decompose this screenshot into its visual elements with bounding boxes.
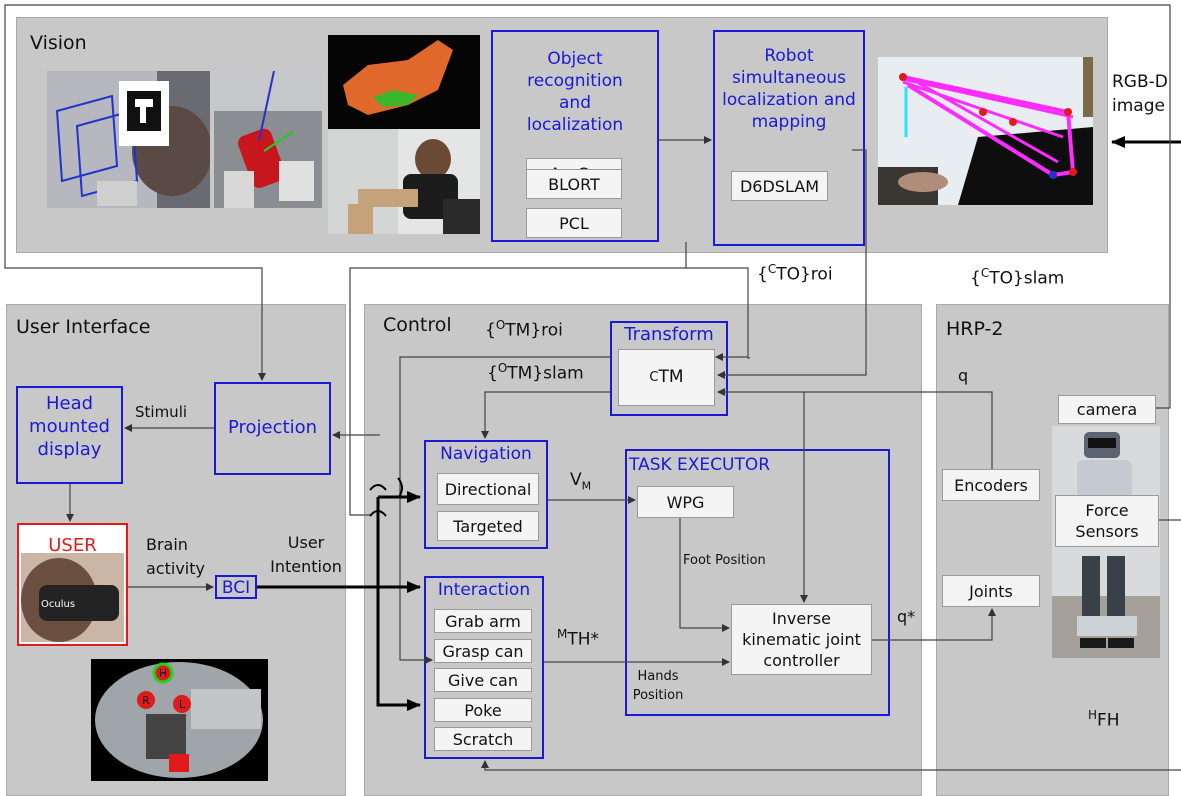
ssvep-h: H (159, 667, 167, 680)
c-to-roi-label: {CTO}roi (757, 262, 833, 285)
navigation-title: Navigation (440, 444, 532, 464)
ssvep-r: R (142, 694, 150, 707)
seated-user-photo (328, 129, 480, 234)
hands-position-label: Hands Position (632, 669, 684, 703)
encoders-module: Encoders (942, 469, 1040, 501)
joints-module: Joints (942, 575, 1040, 607)
bci-box: BCI (215, 575, 257, 599)
object-recognition-title: Object recognition and localization (526, 49, 624, 135)
bci-title: BCI (221, 578, 251, 598)
projection-box: Projection (214, 382, 331, 475)
poke-module: Poke (434, 698, 532, 722)
transform-title: Transform (624, 324, 714, 345)
wpg-module: WPG (637, 486, 734, 518)
o-tm-slam-label: {OTM}slam (487, 361, 584, 384)
mth-label: MTH* (557, 627, 600, 650)
o-tm-roi-label: {OTM}roi (485, 318, 563, 341)
user-title: USER (48, 535, 97, 556)
user-intention-label: User Intention (270, 533, 342, 576)
d6dslam-module: D6DSLAM (731, 171, 828, 201)
slam-pointcloud-photo (878, 57, 1093, 205)
pcl-module: PCL (526, 208, 622, 238)
hmd-box: Head mounted display (16, 386, 123, 484)
slam-title: Robot simultaneous localization and mapp… (722, 46, 856, 132)
directional-module: Directional (437, 473, 539, 505)
foot-position-label: Foot Position (683, 553, 766, 568)
force-sensors-module: Force Sensors (1055, 495, 1159, 547)
hmd-title: Head mounted display (29, 393, 110, 460)
slam-box: Robot simultaneous localization and mapp… (713, 30, 865, 246)
vm-label: VM (570, 470, 592, 493)
camera-module: camera (1058, 395, 1156, 424)
scratch-module: Scratch (434, 727, 532, 751)
ctm-base: C (649, 370, 659, 385)
qstar-label: q* (897, 607, 916, 626)
c-to-slam-label: {CTO}slam (970, 266, 1065, 289)
brain-activity-label: Brain activity (146, 535, 205, 578)
user-box: USER Oculus (17, 523, 128, 646)
targeted-module: Targeted (437, 511, 539, 541)
ssvep-l: L (179, 698, 186, 711)
interaction-title: Interaction (437, 580, 531, 600)
rgbd-input-label: RGB-D image (1112, 72, 1168, 116)
ssvep-stimuli-photo: H R L (91, 659, 268, 781)
blort-module: BLORT (526, 169, 622, 199)
give-can-module: Give can (434, 668, 532, 692)
vision-title: Vision (30, 32, 87, 54)
hfh-label: HFH (1088, 708, 1120, 731)
can-tracking-photo (214, 71, 322, 208)
headset-marker-photo (47, 71, 210, 208)
control-title: Control (383, 314, 452, 336)
hrp2-title: HRP-2 (946, 318, 1004, 340)
stimuli-label: Stimuli (135, 403, 188, 421)
pointcloud-photo (328, 35, 480, 129)
q-label: q (958, 366, 969, 385)
ctm-sub: TM (658, 367, 684, 387)
oculus-brand: Oculus (41, 599, 76, 610)
ik-controller-module: Inverse kinematic joint controller (731, 604, 872, 675)
grasp-can-module: Grasp can (434, 639, 532, 663)
grab-arm-module: Grab arm (434, 609, 532, 633)
projection-title: Projection (227, 417, 317, 438)
task-executor-title: TASK EXECUTOR (629, 455, 771, 475)
user-interface-title: User Interface (16, 316, 151, 338)
